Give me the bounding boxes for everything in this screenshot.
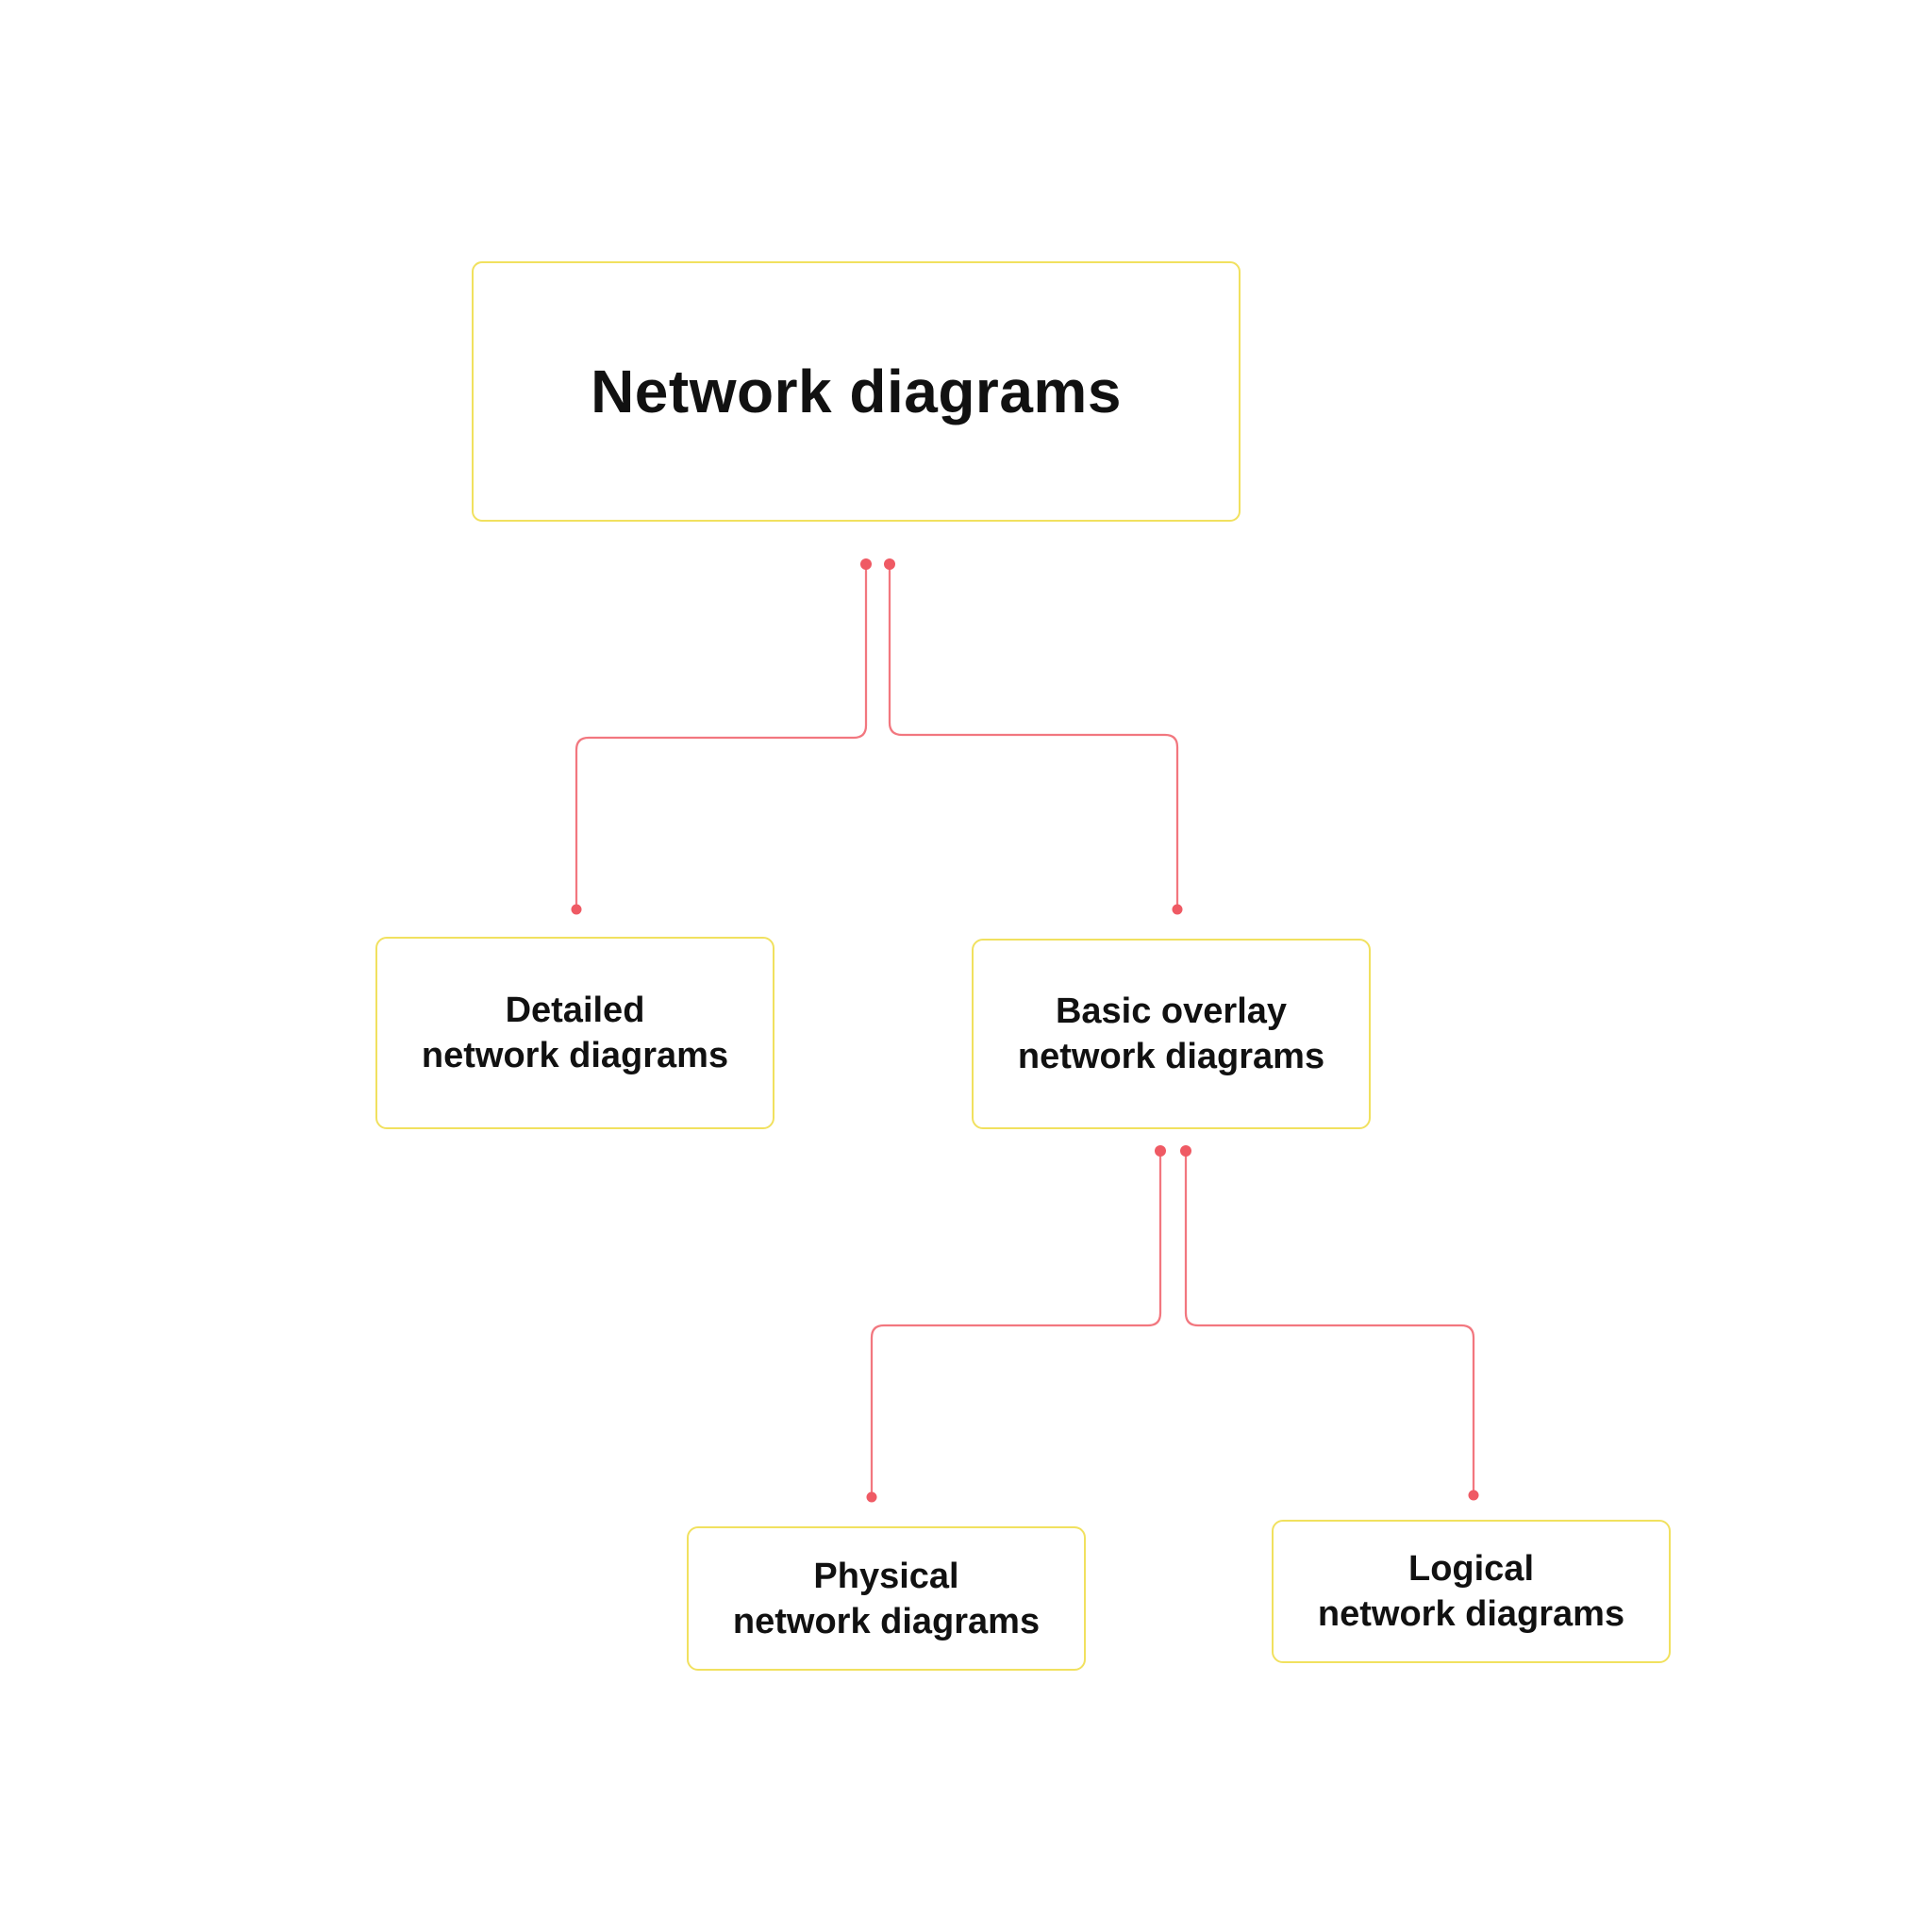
connector-root-detailed [575, 562, 868, 911]
node-label-line1: Logical [1407, 1549, 1535, 1589]
node-basic-overlay-network-diagrams: Basic overlay network diagrams [972, 939, 1371, 1129]
node-network-diagrams: Network diagrams [472, 261, 1241, 522]
connector-root-basic [888, 562, 1179, 911]
connector-endpoint-dot [1468, 1490, 1479, 1501]
node-label-line1: Basic overlay [1055, 991, 1288, 1031]
connector-endpoint-dot [571, 904, 582, 915]
connector-basic-logical [1184, 1149, 1475, 1497]
node-label-line2: network diagrams [1317, 1594, 1625, 1634]
connector-basic-physical [870, 1149, 1162, 1499]
connector-endpoint-dot [884, 558, 895, 570]
node-detailed-network-diagrams: Detailed network diagrams [375, 937, 774, 1129]
node-label-line2: network diagrams [732, 1601, 1041, 1641]
node-label-line1: Detailed [505, 991, 645, 1030]
connector-endpoint-dot [1155, 1145, 1166, 1157]
node-physical-network-diagrams: Physical network diagrams [687, 1526, 1086, 1671]
node-label-line1: Physical [813, 1556, 959, 1596]
connector-endpoint-dot [1172, 904, 1183, 915]
connector-endpoint-dot [860, 558, 872, 570]
node-label-line2: network diagrams [421, 1036, 729, 1075]
connector-endpoint-dot [1180, 1145, 1191, 1157]
node-label-line2: network diagrams [1017, 1037, 1325, 1076]
node-label: Network diagrams [591, 358, 1122, 425]
connector-endpoint-dot [866, 1491, 877, 1503]
node-logical-network-diagrams: Logical network diagrams [1272, 1520, 1671, 1663]
